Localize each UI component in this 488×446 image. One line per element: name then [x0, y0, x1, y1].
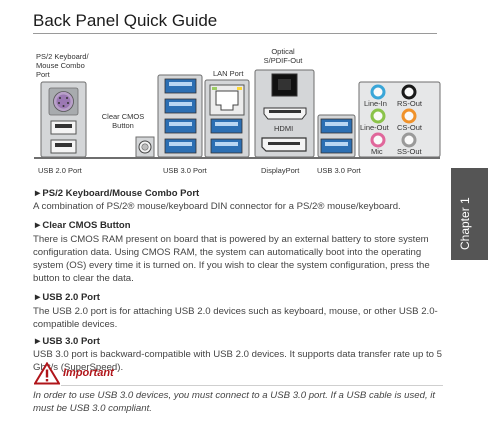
clear-cmos-button [135, 136, 155, 158]
back-panel-diagram [40, 69, 441, 158]
usb30-column-b [317, 114, 356, 158]
ps2-usb20-column [40, 81, 87, 158]
audio-jack-block [358, 81, 441, 158]
audio-label-ss-out: SS-Out [397, 147, 422, 156]
usb20-port-top [50, 120, 77, 135]
hdmi-port [263, 107, 307, 120]
section-heading-usb20: ►USB 2.0 Port [33, 292, 100, 303]
section-heading-usb30: ►USB 3.0 Port [33, 336, 100, 347]
usb30-column-a [157, 74, 203, 158]
audio-jack-rs-out [401, 84, 417, 100]
section-body-clear-cmos: There is CMOS RAM present on board that … [33, 234, 430, 284]
page-title: Back Panel Quick Guide [33, 11, 218, 30]
clear-cmos-label: Clear CMOS Button [101, 112, 145, 130]
audio-jack-line-in [370, 84, 386, 100]
important-note: In order to use USB 3.0 devices, you mus… [33, 390, 436, 414]
section-body-ps2: A combination of PS/2® mouse/keyboard DI… [33, 201, 401, 212]
optical-spdif-port [271, 73, 298, 97]
section-body-usb30: USB 3.0 port is backward-compatible with… [33, 349, 442, 373]
important-divider [61, 385, 443, 386]
panel-baseline [34, 157, 440, 159]
video-column [254, 69, 315, 158]
audio-jack-ss-out [401, 132, 417, 148]
audio-label-line-in: Line-In [364, 99, 387, 108]
audio-label-line-out: Line-Out [360, 123, 389, 132]
usb30-port-caption-b: USB 3.0 Port [317, 166, 361, 175]
chapter-tab [451, 168, 488, 260]
audio-label-mic: Mic [371, 147, 383, 156]
section-body-usb20: The USB 2.0 port is for attaching USB 2.… [33, 306, 438, 330]
usb30-port-caption-a: USB 3.0 Port [163, 166, 207, 175]
audio-jack-cs-out [401, 108, 417, 124]
lan-port [209, 84, 245, 116]
chapter-tab-label: Chapter 1 [458, 197, 472, 250]
audio-label-cs-out: CS-Out [397, 123, 423, 132]
audio-jack-mic [370, 132, 386, 148]
usb20-port-caption: USB 2.0 Port [38, 166, 82, 175]
section-heading-ps2: ►PS/2 Keyboard/Mouse Combo Port [33, 188, 200, 199]
lan-port-label: LAN Port [213, 69, 244, 78]
usb20-port-bottom [50, 139, 77, 154]
hdmi-label: HDMI [274, 124, 294, 133]
optical-spdif-label: Optical S/PDIF-Out [263, 47, 303, 65]
displayport-port [261, 137, 307, 152]
audio-label-rs-out: RS-Out [397, 99, 423, 108]
important-label: Important [63, 367, 114, 379]
warning-icon [34, 362, 60, 385]
section-heading-clear-cmos: ►Clear CMOS Button [33, 220, 131, 231]
title-divider [33, 33, 437, 34]
displayport-caption: DisplayPort [261, 166, 300, 175]
ps2-port [48, 87, 79, 116]
audio-jack-line-out [370, 108, 386, 124]
ps2-port-label: PS/2 Keyboard/ Mouse Combo Port [36, 52, 89, 79]
lan-usb30-column [204, 79, 250, 158]
